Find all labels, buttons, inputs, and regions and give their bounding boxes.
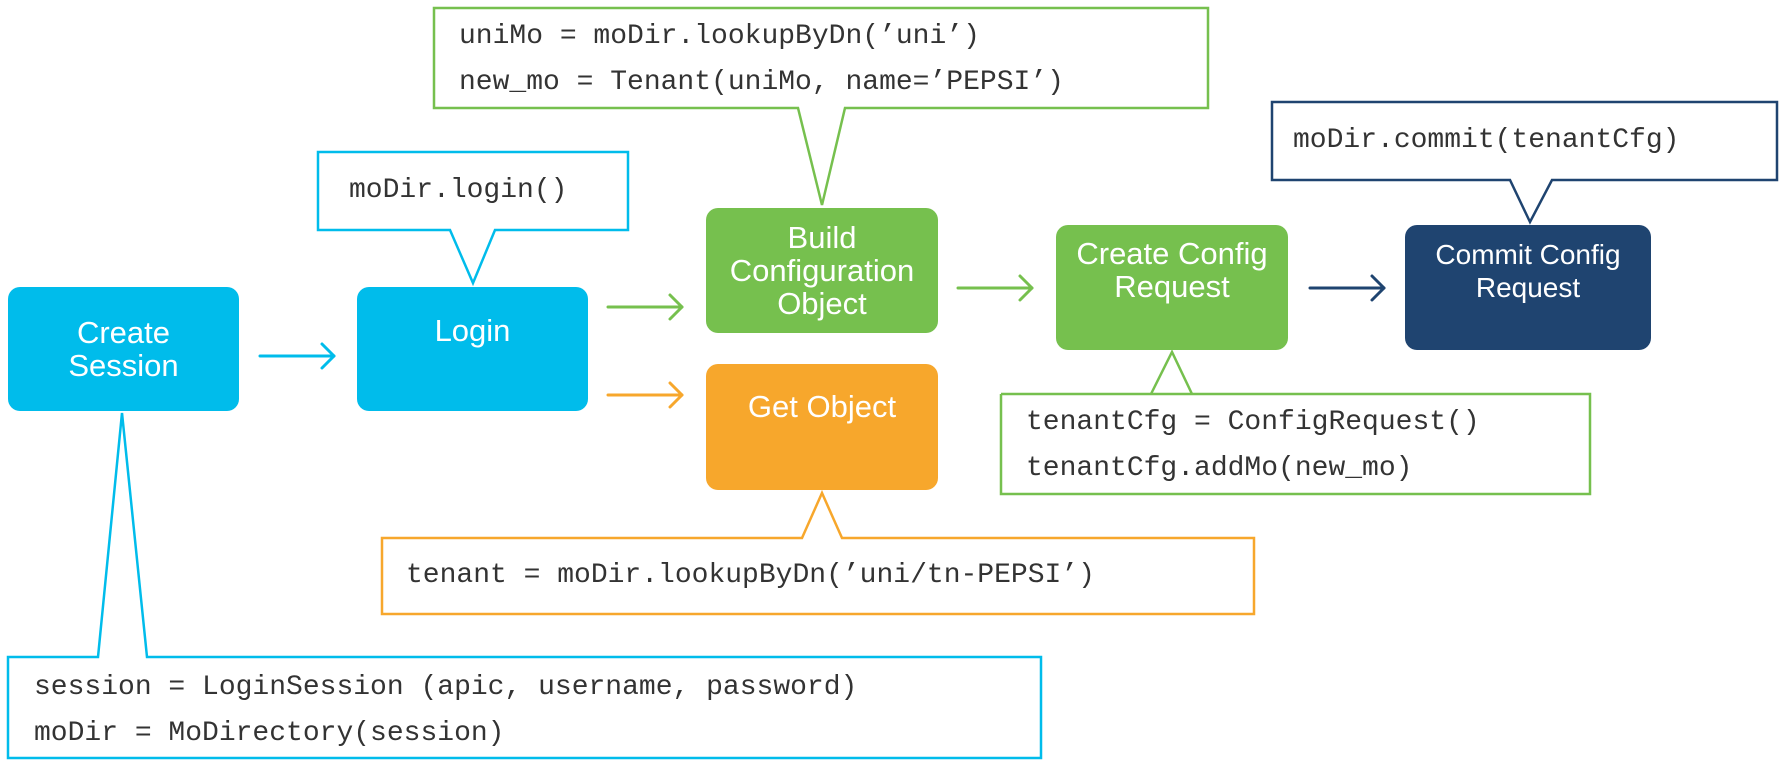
- create-config-request-step: Create Config Request: [1056, 225, 1288, 350]
- build-callout-shape: [432, 6, 1210, 206]
- arrow-build-to-create-config: [956, 274, 1034, 302]
- build-configuration-object-label: Build Configuration Object: [729, 220, 915, 321]
- build-code-line-2: new_mo = Tenant(uniMo, name=’PEPSI’): [459, 67, 1064, 98]
- create-session-label: Create Session: [68, 315, 179, 383]
- arrow-create-config-to-commit: [1308, 274, 1386, 302]
- arrow-login-to-get-object: [606, 381, 684, 409]
- login-code: moDir.login(): [349, 175, 568, 206]
- create-session-step: Create Session: [8, 287, 239, 411]
- build-configuration-object-step: Build Configuration Object: [706, 208, 938, 333]
- commit-code: moDir.commit(tenantCfg): [1293, 125, 1680, 156]
- arrow-login-to-build: [606, 293, 684, 321]
- session-code-line-2: moDir = MoDirectory(session): [34, 718, 505, 749]
- login-callout-shape: [316, 150, 630, 287]
- config-code-line-1: tenantCfg = ConfigRequest(): [1026, 407, 1480, 438]
- get-object-code: tenant = moDir.lookupByDn(’uni/tn-PEPSI’…: [406, 560, 1095, 591]
- config-callout-shape: [999, 349, 1592, 496]
- login-step: Login: [357, 287, 588, 411]
- get-object-callout-shape: [380, 489, 1256, 616]
- commit-callout-shape: [1270, 100, 1779, 225]
- commit-config-request-step: Commit Config Request: [1405, 225, 1651, 350]
- config-code-line-2: tenantCfg.addMo(new_mo): [1026, 453, 1413, 484]
- get-object-step: Get Object: [706, 364, 938, 490]
- create-config-request-label: Create Config Request: [1076, 236, 1268, 304]
- commit-config-request-label: Commit Config Request: [1435, 239, 1621, 303]
- session-callout-shape: [6, 412, 1043, 760]
- get-object-label: Get Object: [747, 389, 897, 424]
- session-code-line-1: session = LoginSession (apic, username, …: [34, 672, 858, 703]
- arrow-session-to-login: [258, 342, 336, 370]
- build-code-line-1: uniMo = moDir.lookupByDn(’uni’): [459, 21, 980, 52]
- login-label: Login: [434, 313, 511, 348]
